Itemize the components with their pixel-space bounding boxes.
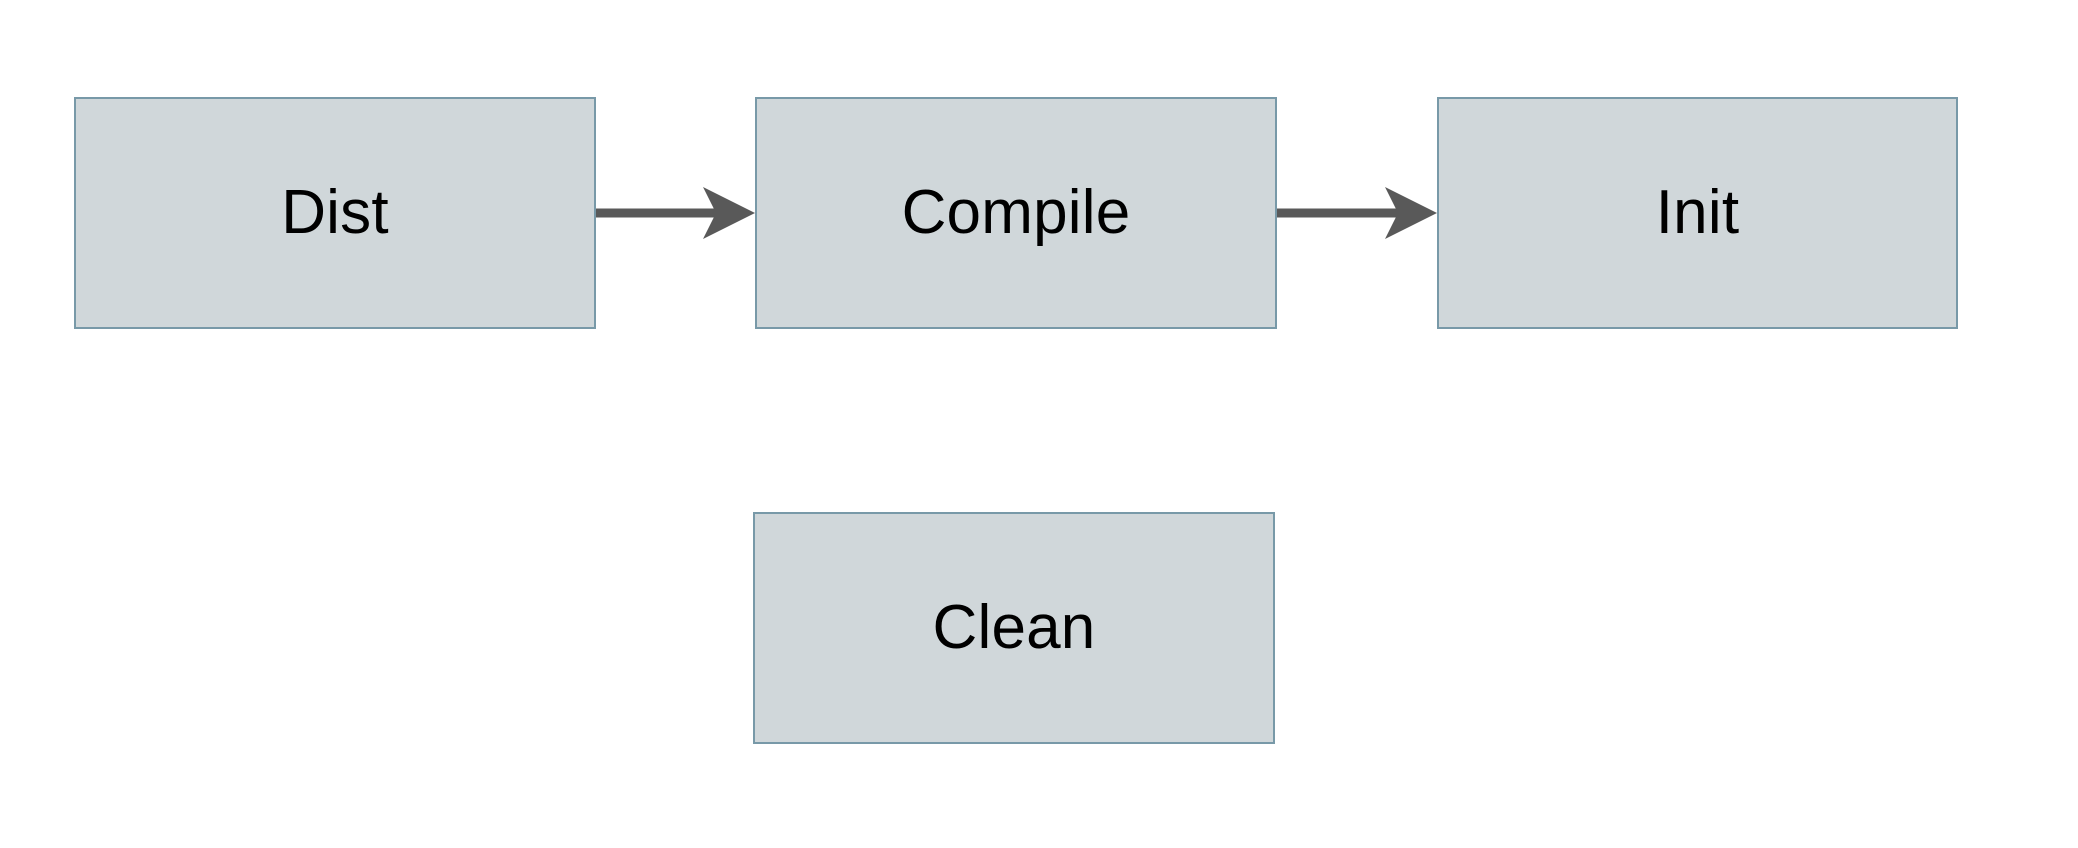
edge-compile-to-init	[1277, 187, 1437, 239]
diagram-node-init[interactable]: Init	[1437, 97, 1958, 329]
diagram-node-clean-label: Clean	[932, 593, 1096, 662]
edge-compile-to-init-arrowhead	[1385, 187, 1437, 239]
diagram-node-clean[interactable]: Clean	[753, 512, 1275, 744]
edge-dist-to-compile	[596, 187, 755, 239]
diagram-node-compile[interactable]: Compile	[755, 97, 1277, 329]
diagram-node-compile-label: Compile	[901, 178, 1131, 247]
diagram-node-dist[interactable]: Dist	[74, 97, 596, 329]
edge-dist-to-compile-arrowhead	[703, 187, 755, 239]
diagram-node-dist-label: Dist	[281, 178, 389, 247]
diagram-node-init-label: Init	[1655, 178, 1740, 247]
